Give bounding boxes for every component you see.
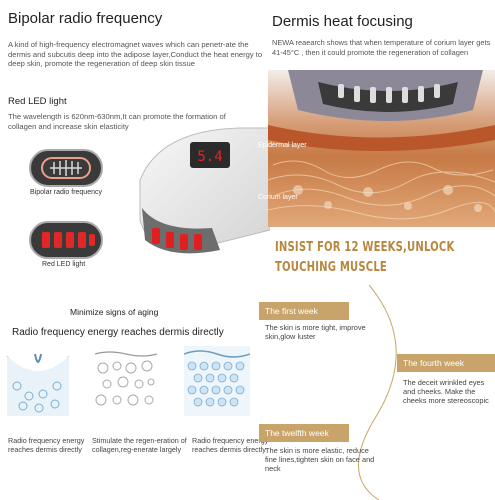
aging-subheading: Radio frequency energy reaches dermis di…	[12, 327, 224, 338]
dermis-heat-illustration	[268, 70, 495, 227]
skin-caption-2: Stimulate the regen-eration of collagen,…	[92, 436, 187, 454]
bipolar-head-caption: Bipolar radio frequency	[30, 189, 102, 196]
bipolar-title: Bipolar radio frequency	[8, 10, 163, 27]
aging-heading: Minimize signs of aging	[70, 307, 159, 317]
red-led-head-caption: Red LED light	[42, 261, 86, 268]
insist-line1: INSIST FOR 12 WEEKS,UNLOCK	[275, 240, 455, 255]
dermis-description: NEWA reaearch shows that when temperatur…	[272, 38, 491, 57]
epidermal-layer-label: Epidermal layer	[258, 142, 307, 149]
corium-layer-label: Corium layer	[258, 194, 298, 201]
skin-caption-1: Radio frequency energy reaches dermis di…	[8, 436, 85, 454]
beauty-device-image: 5.4	[139, 127, 270, 254]
insist-slogan: INSIST FOR 12 WEEKS,UNLOCK TOUCHING MUSC…	[275, 238, 464, 278]
bipolar-head-icon	[29, 149, 103, 187]
twelfth-week-label: The twelfth week	[259, 424, 349, 442]
fourth-week-text: The deceit wrinkled eyes and cheeks. Mak…	[403, 378, 489, 405]
red-led-description: The wavelength is 620nm-630nm,It can pro…	[8, 112, 226, 131]
skin-diagram-3	[184, 346, 250, 416]
insist-line2: TOUCHING MUSCLE	[275, 260, 387, 275]
first-week-label: The first week	[259, 302, 349, 320]
timeline-curve	[358, 285, 397, 500]
red-led-title: Red LED light	[8, 96, 67, 107]
skin-diagram-2	[94, 351, 158, 406]
device-display-digits: 5.4	[197, 149, 222, 165]
bipolar-description: A kind of high-frequency electromagnet w…	[8, 40, 263, 69]
first-week-text: The skin is more tight, improve skin,glo…	[265, 323, 366, 341]
skin-diagram-1	[6, 353, 70, 416]
skin-caption-3: Radio frequency energy reaches dermis di…	[192, 436, 269, 454]
fourth-week-label: The fourth week	[397, 354, 495, 372]
red-led-head-icon	[29, 221, 103, 259]
dermis-title: Dermis heat focusing	[272, 13, 413, 30]
twelfth-week-text: The skin is more elastic, reduce fine li…	[265, 446, 375, 473]
